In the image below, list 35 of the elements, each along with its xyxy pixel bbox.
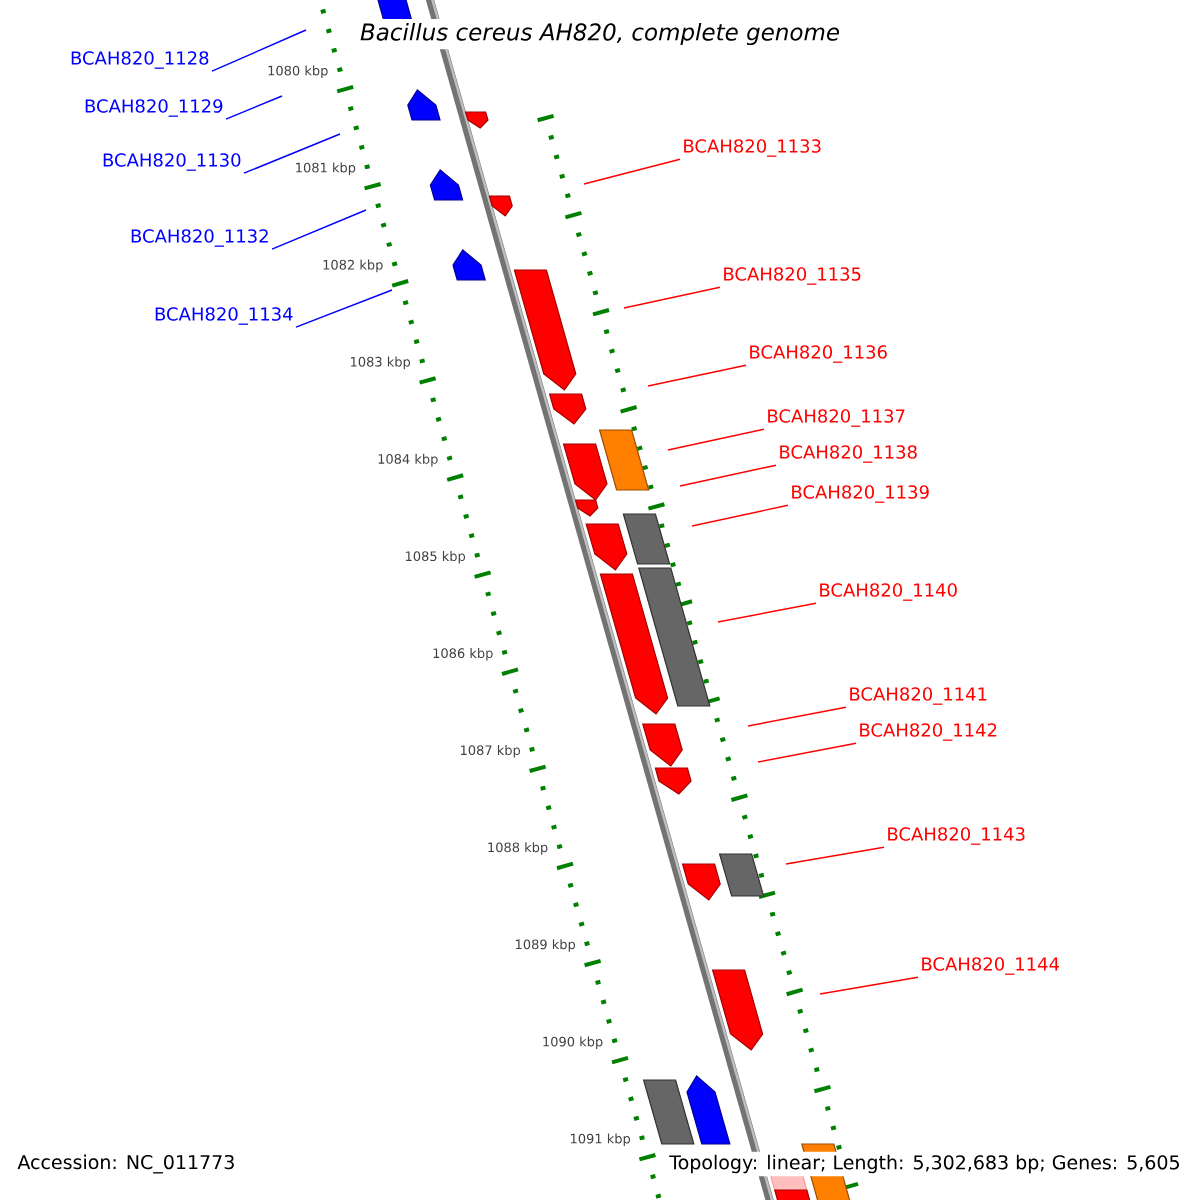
gene-label: BCAH820_1135 bbox=[724, 267, 861, 285]
leader-line bbox=[243, 133, 341, 174]
gene-label: BCAH820_1142 bbox=[860, 723, 997, 741]
gene-label: BCAH820_1134 bbox=[155, 307, 293, 325]
leader-line bbox=[295, 289, 393, 328]
leader-line bbox=[225, 95, 283, 120]
gene-label: BCAH820_1144 bbox=[922, 957, 1059, 975]
leader-line bbox=[691, 504, 789, 527]
gene-label: BCAH820_1129 bbox=[85, 99, 223, 117]
leader-line bbox=[819, 976, 919, 995]
gene-label: BCAH820_1128 bbox=[71, 51, 209, 69]
leader-line bbox=[757, 742, 857, 763]
leader-line bbox=[623, 286, 721, 309]
gene-label: BCAH820_1140 bbox=[820, 583, 957, 601]
leader-line bbox=[647, 364, 747, 387]
leader-line bbox=[679, 464, 777, 487]
gene-label: BCAH820_1141 bbox=[850, 687, 987, 705]
gene-label: BCAH820_1139 bbox=[792, 485, 929, 503]
gene-label: BCAH820_1136 bbox=[750, 345, 887, 363]
leader-line bbox=[747, 706, 847, 727]
gene-label: BCAH820_1130 bbox=[103, 153, 241, 171]
leader-line bbox=[583, 158, 681, 185]
gene-label: BCAH820_1143 bbox=[888, 827, 1025, 845]
leader-line bbox=[785, 846, 885, 865]
title: Bacillus cereus AH820, complete genome bbox=[355, 18, 845, 50]
leader-line bbox=[717, 602, 817, 623]
leader-line bbox=[271, 209, 367, 250]
gene-label: BCAH820_1133 bbox=[684, 139, 821, 157]
gene-label: BCAH820_1132 bbox=[131, 229, 268, 247]
accession-text: Accession: NC_011773 bbox=[14, 1151, 239, 1177]
leader-line bbox=[667, 428, 765, 451]
leader-line bbox=[211, 29, 307, 72]
gene-label: BCAH820_1138 bbox=[780, 445, 917, 463]
gene-label: BCAH820_1137 bbox=[768, 409, 905, 427]
genome-info-text: Topology: linear; Length: 5,302,683 bp; Genes: 5,605 bbox=[666, 1151, 1184, 1177]
